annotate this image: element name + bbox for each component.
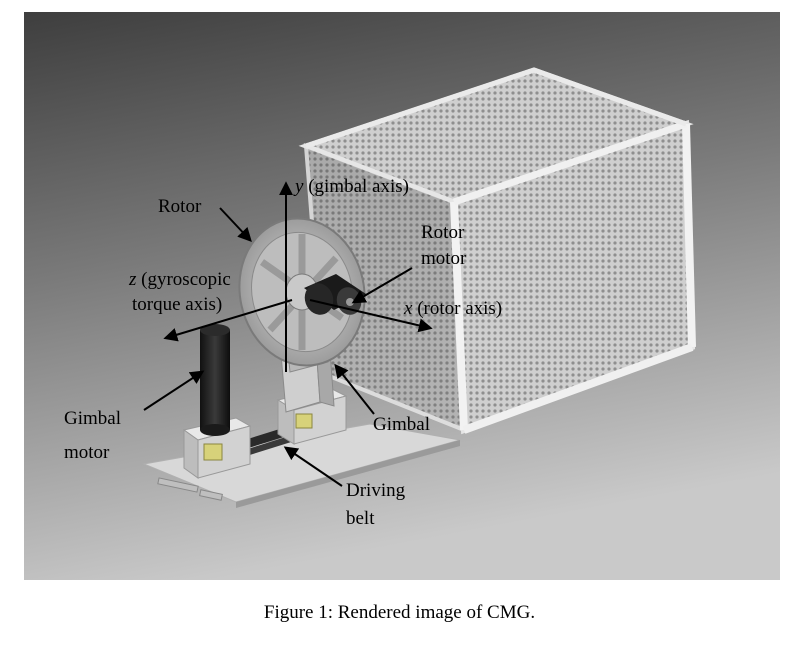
- axis-arrows: [163, 181, 433, 372]
- gimbal-motor-leader: [143, 370, 205, 411]
- driving-belt-leader: [283, 446, 343, 487]
- cmg-render: Rotor y (gimbal axis) Rotor motor z (gyr…: [24, 12, 780, 580]
- label-z-axis-line2: torque axis): [132, 294, 222, 315]
- rotor-motor-leader: [351, 267, 413, 304]
- label-x-axis-var: x: [403, 298, 413, 319]
- figure-labels: Rotor y (gimbal axis) Rotor motor z (gyr…: [64, 176, 502, 529]
- label-gimbal: Gimbal: [373, 414, 430, 435]
- callout-leaders: [143, 207, 413, 487]
- label-y-axis-text: (gimbal axis): [303, 176, 409, 197]
- z-axis-arrow: [163, 299, 293, 342]
- label-driving-belt-line2: belt: [346, 508, 375, 529]
- gimbal-motor: [200, 324, 230, 436]
- gimbal-leader: [334, 363, 375, 415]
- label-rotor-motor-line2: motor: [421, 248, 467, 269]
- label-z-axis-line1: z (gyroscopic: [128, 269, 231, 290]
- cmg-rendered-figure: Rotor y (gimbal axis) Rotor motor z (gyr…: [24, 12, 780, 580]
- label-rotor-motor-line1: Rotor: [421, 222, 465, 243]
- label-x-axis: x (rotor axis): [403, 298, 502, 319]
- label-gimbal-motor-line2: motor: [64, 442, 110, 463]
- label-gimbal-motor-line1: Gimbal: [64, 408, 121, 429]
- label-driving-belt-line1: Driving: [346, 480, 406, 501]
- label-y-axis-var: y: [293, 176, 304, 197]
- label-y-axis: y (gimbal axis): [293, 176, 409, 197]
- rotor-leader: [219, 207, 252, 243]
- x-axis-arrow: [309, 299, 433, 333]
- label-z-axis-var: z: [128, 269, 137, 290]
- rotor-wheel: [238, 217, 366, 367]
- mesh-cage: [298, 67, 696, 435]
- label-z-axis-text-line1: (gyroscopic: [136, 269, 230, 290]
- label-rotor: Rotor: [158, 196, 202, 217]
- figure-caption: Figure 1: Rendered image of CMG.: [263, 602, 536, 623]
- label-x-axis-text: (rotor axis): [412, 298, 502, 319]
